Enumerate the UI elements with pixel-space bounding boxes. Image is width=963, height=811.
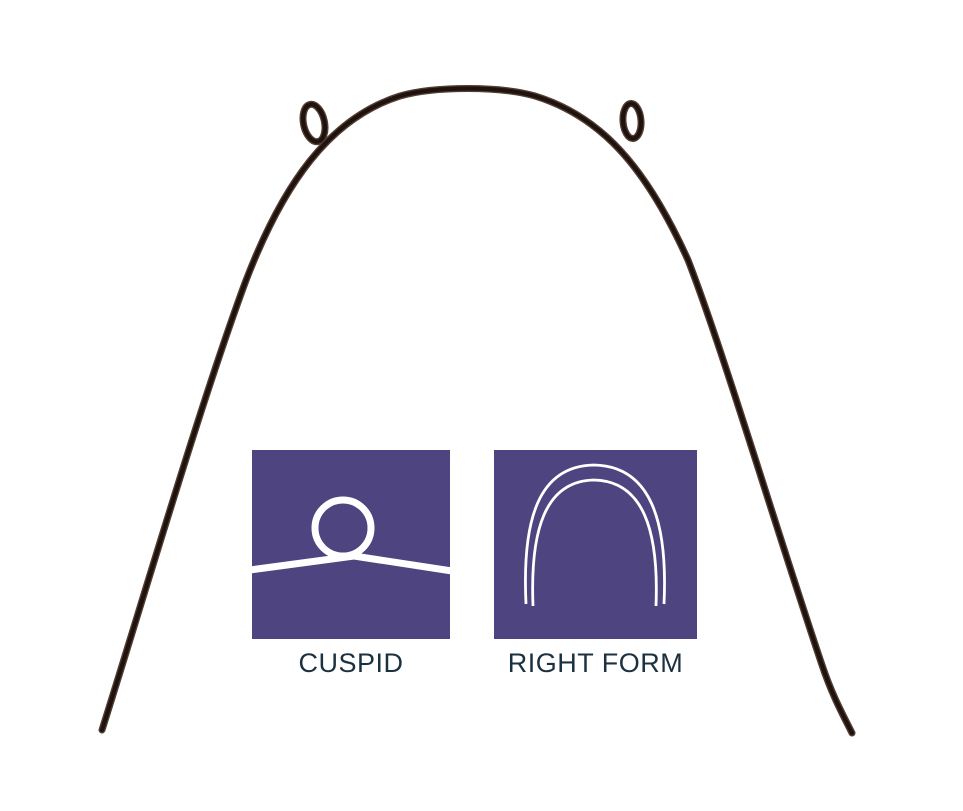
cuspid-loop-icon — [252, 496, 450, 575]
right-form-label: RIGHT FORM — [507, 648, 684, 678]
cuspid-icon-loop-circle — [311, 496, 375, 560]
arch-form-icon — [524, 463, 666, 607]
arch-form-outer-curve — [524, 463, 666, 605]
cuspid-label: CUSPID — [298, 648, 404, 678]
right-form-badge — [494, 450, 697, 639]
cuspid-badge — [252, 450, 450, 639]
archwire-core — [102, 89, 852, 734]
arch-form-inner-curve — [531, 478, 658, 607]
